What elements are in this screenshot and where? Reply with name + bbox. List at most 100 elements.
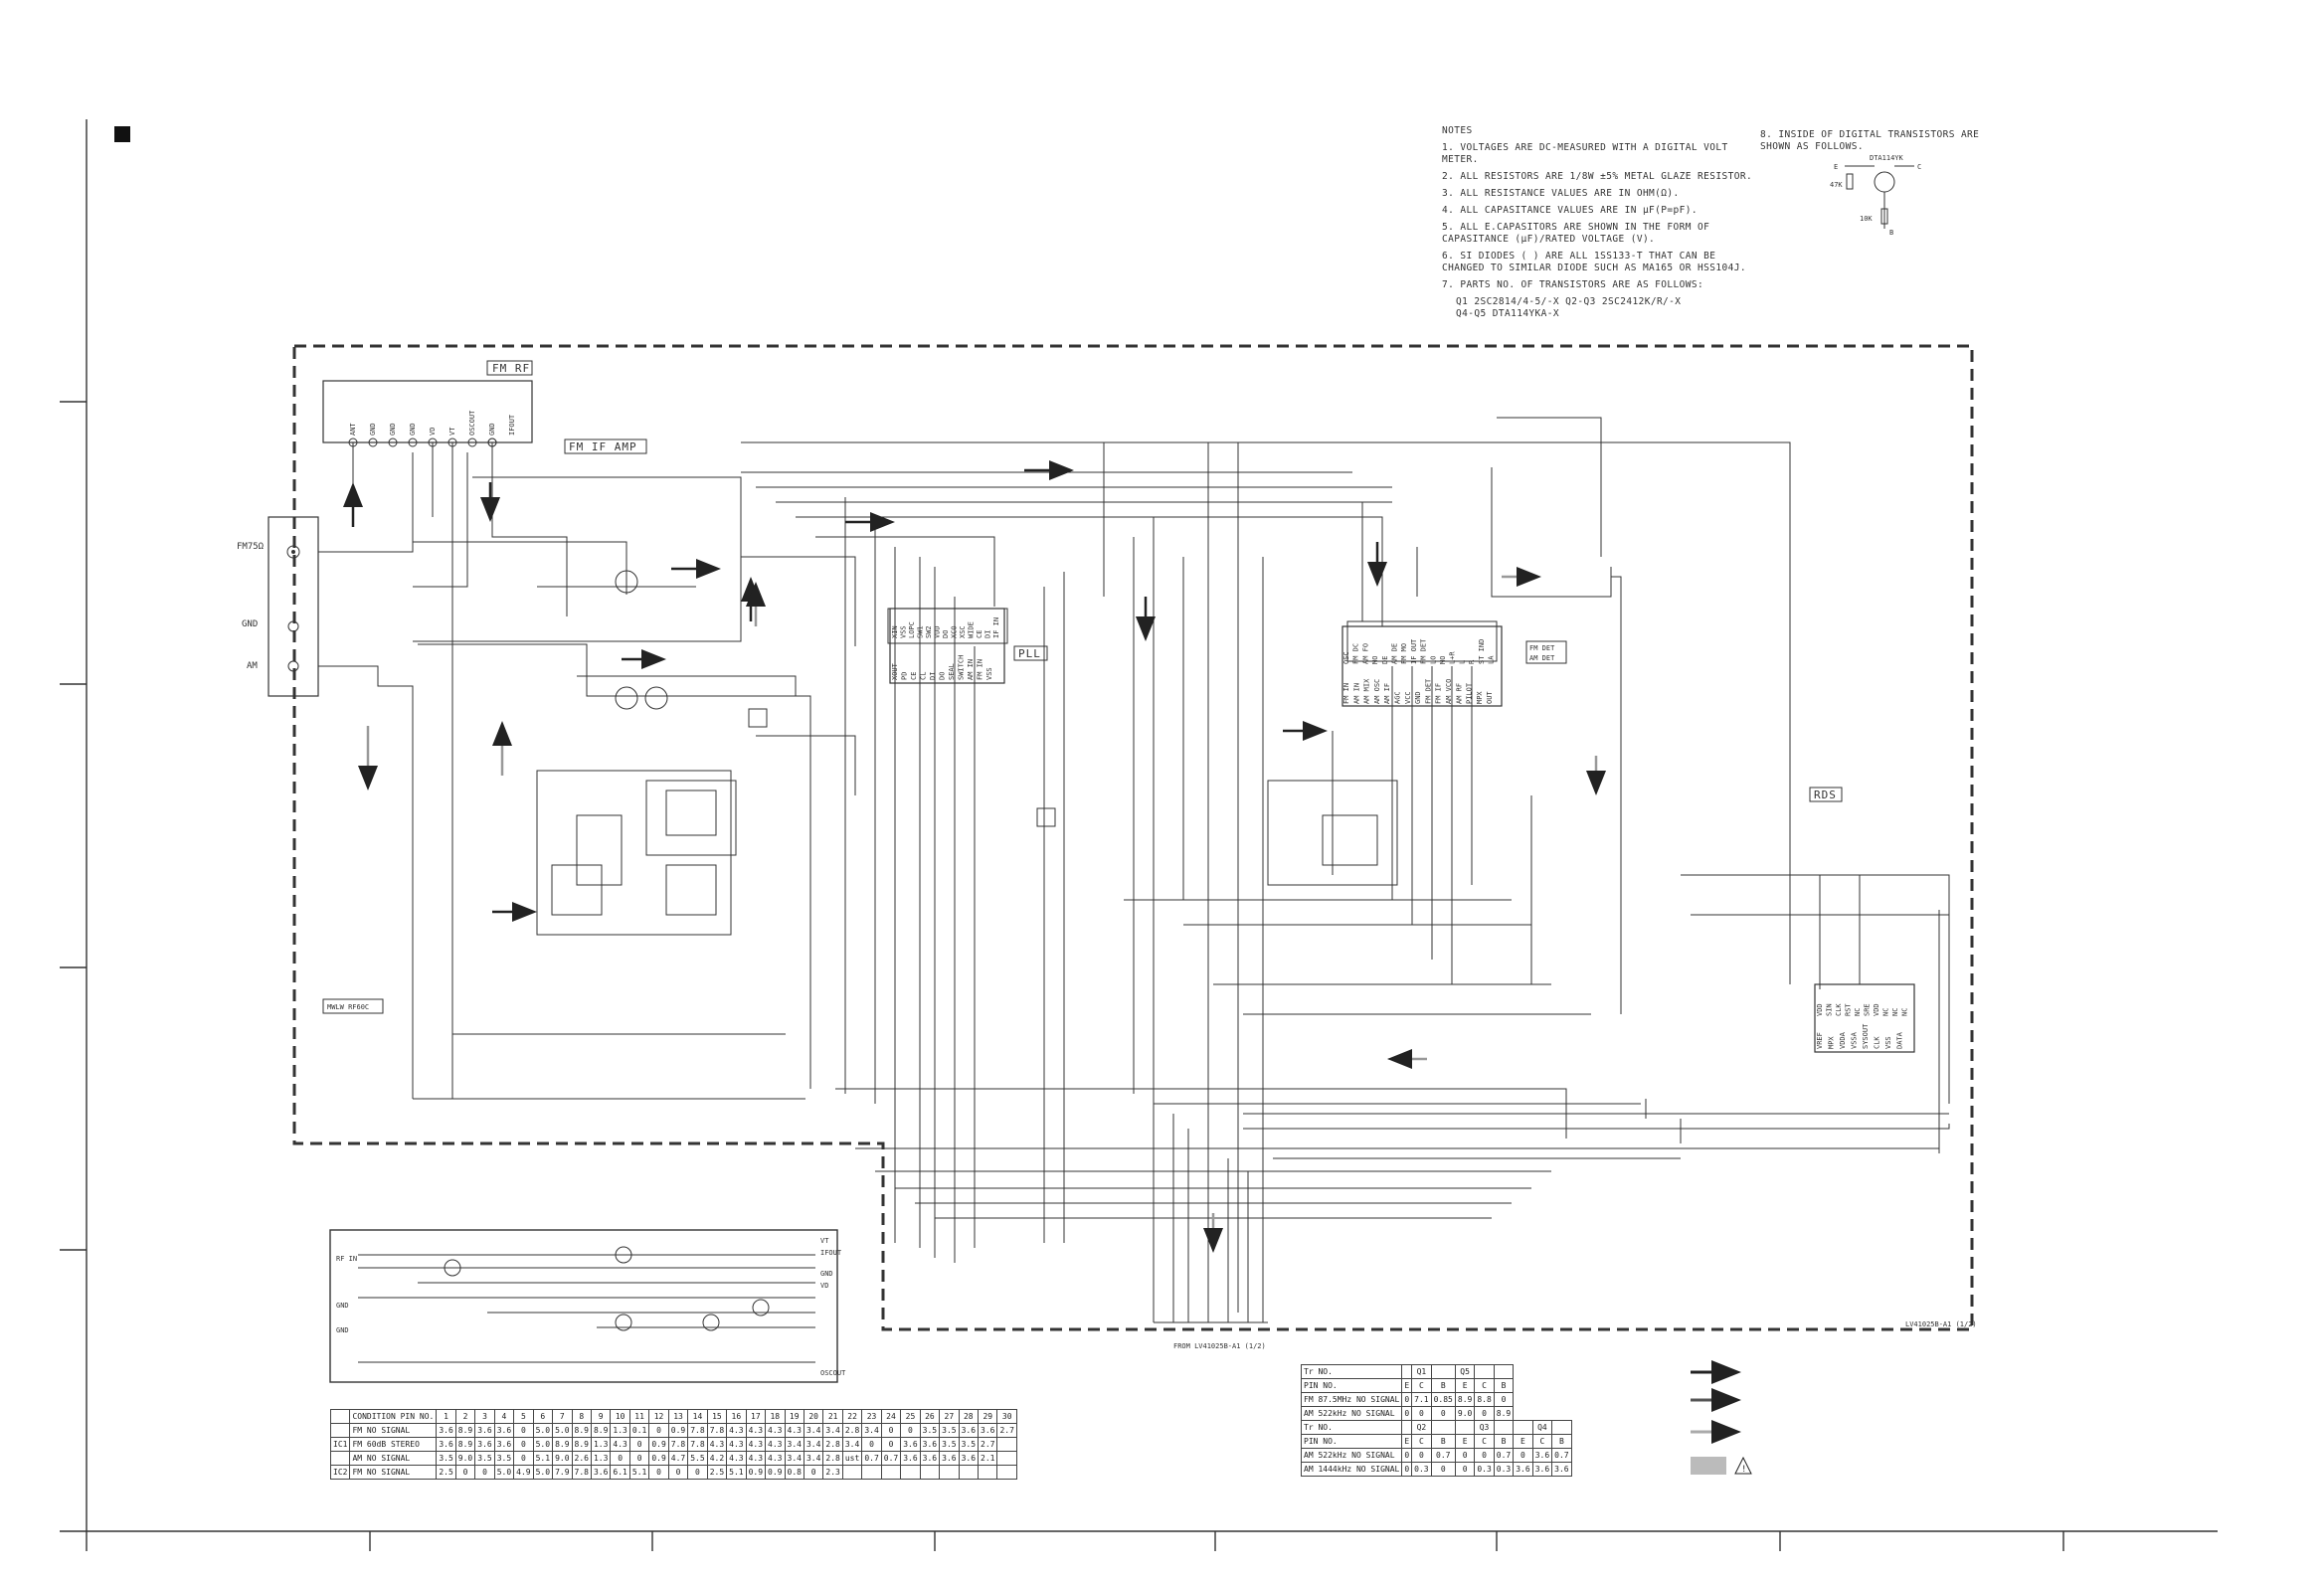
table-cell: 4.3 [765, 1423, 786, 1438]
table-cell: 0 [1401, 1392, 1413, 1407]
table-cell: 2.5 [706, 1465, 728, 1480]
table-cell: 3.6 [1531, 1448, 1553, 1463]
table-cell: C [1474, 1378, 1495, 1393]
pll-ic: PLL [889, 608, 1048, 684]
table-cell: 8.9 [454, 1423, 476, 1438]
table-cell: 8.9 [1454, 1392, 1476, 1407]
pll-pin-label: IF IN [992, 617, 1000, 638]
dta-part-label: DTA114YK [1870, 154, 1904, 162]
fm-rf-label: FM RF [492, 362, 530, 375]
table-cell: 8.9 [571, 1437, 592, 1452]
inset-vt: VT [820, 1237, 829, 1245]
table-cell: 0 [513, 1437, 534, 1452]
ic1-pin-label: ST IND [1478, 639, 1486, 664]
ic1-pin-label: MO [1439, 656, 1447, 664]
pll-pin-label: FM IN [977, 659, 984, 680]
ic2-pin-label: SIN [1826, 1003, 1834, 1016]
table-cell: 5.0 [532, 1465, 554, 1480]
table-cell: 5.1 [628, 1465, 650, 1480]
table-cell: B [1493, 1434, 1515, 1449]
ic1-pin-label: AM IF [1383, 683, 1391, 704]
table-cell: 7.8 [706, 1423, 728, 1438]
table-cell: 4.2 [706, 1451, 728, 1466]
table-cell: 3.4 [784, 1451, 804, 1466]
dta-pin-c: C [1917, 163, 1921, 171]
table-cell: 3.6 [919, 1451, 941, 1466]
table-cell: 0 [628, 1437, 650, 1452]
ic2-pin-label: MPX [1828, 1036, 1836, 1049]
table-cell: Q3 [1474, 1420, 1495, 1435]
table-cell: PIN NO. [1300, 1378, 1403, 1393]
table-cell: 5.0 [532, 1437, 554, 1452]
table-cell: 0.3 [1474, 1462, 1495, 1477]
table-cell: 15 [706, 1409, 728, 1424]
ic1-pin-label: IF OUT [1410, 638, 1418, 664]
ic1-pin-label: OUT [1486, 691, 1494, 704]
table-cell: 18 [765, 1409, 786, 1424]
table-cell: 8.9 [571, 1423, 592, 1438]
note-2: 2. ALL RESISTORS ARE 1/8W ±5% METAL GLAZ… [1442, 171, 1753, 182]
dta-pin-b: B [1889, 229, 1893, 237]
ic1-pin-label: MPX [1476, 691, 1484, 704]
notes-heading: NOTES [1442, 125, 1473, 136]
table-cell [1401, 1420, 1413, 1435]
table-cell: 4.3 [765, 1437, 786, 1452]
pll-pin-label: CE [910, 672, 918, 680]
table-cell: C [1411, 1434, 1432, 1449]
table-cell: 0 [1474, 1448, 1495, 1463]
fm-rf-pin-label: GND [369, 423, 377, 436]
table-cell [1401, 1364, 1413, 1379]
table-cell: 12 [648, 1409, 669, 1424]
table-cell: C [1531, 1434, 1553, 1449]
table-cell: 0 [1430, 1462, 1456, 1477]
table-cell: 0.9 [745, 1465, 767, 1480]
table-cell: 3.6 [474, 1423, 495, 1438]
dta-r2: 10K [1860, 215, 1873, 223]
ic2-pin-label: VREF [1816, 1032, 1824, 1049]
table-cell: 0.9 [765, 1465, 786, 1480]
table-cell: 7.8 [687, 1423, 708, 1438]
pll-pin-label: DI [984, 630, 992, 638]
table-cell: 0.3 [1493, 1462, 1515, 1477]
table-cell: 0 [454, 1465, 476, 1480]
table-cell: IC1 [329, 1437, 351, 1452]
table-cell: 0 [628, 1451, 650, 1466]
fm-det-label: FM DET [1529, 644, 1555, 652]
table-cell: 4.9 [513, 1465, 534, 1480]
fm-rf-pin-label: IFOUT [508, 414, 516, 436]
antenna-connector [268, 516, 319, 697]
ic1-pin-label: AM MIX [1363, 678, 1371, 704]
table-cell: B [1430, 1378, 1456, 1393]
table-cell: E [1401, 1378, 1413, 1393]
am-label: AM [247, 661, 258, 671]
table-cell: 1.3 [610, 1423, 630, 1438]
table-cell: 4.3 [765, 1451, 786, 1466]
table-cell: 0.7 [1551, 1448, 1572, 1463]
fm-rf-pin-label: VT [448, 427, 456, 436]
table-cell: E [1513, 1434, 1533, 1449]
inset-vd: VD [820, 1282, 828, 1290]
pll-label: PLL [1018, 647, 1041, 660]
table-cell: 5.0 [532, 1423, 554, 1438]
pll-pin-label: WIDE [968, 621, 976, 638]
fm75-label: FM75Ω [237, 542, 265, 552]
table-cell: 0 [1411, 1448, 1432, 1463]
ic1-pin-label: LO [1429, 656, 1437, 664]
table-cell [1513, 1420, 1533, 1435]
ic1-pin-label: L+R [1449, 651, 1457, 664]
inset-ifout: IFOUT [820, 1249, 842, 1257]
table-cell: 3.6 [436, 1423, 456, 1438]
table-cell: 11 [628, 1409, 650, 1424]
fm-rf-pin-label: VD [429, 428, 437, 436]
table-cell: 0 [513, 1451, 534, 1466]
table-cell: 6.1 [610, 1465, 630, 1480]
table-cell: 0 [861, 1437, 882, 1452]
table-cell: 3.6 [900, 1451, 921, 1466]
table-cell: 3.6 [493, 1423, 515, 1438]
table-cell: FM NO SIGNAL [349, 1423, 438, 1438]
